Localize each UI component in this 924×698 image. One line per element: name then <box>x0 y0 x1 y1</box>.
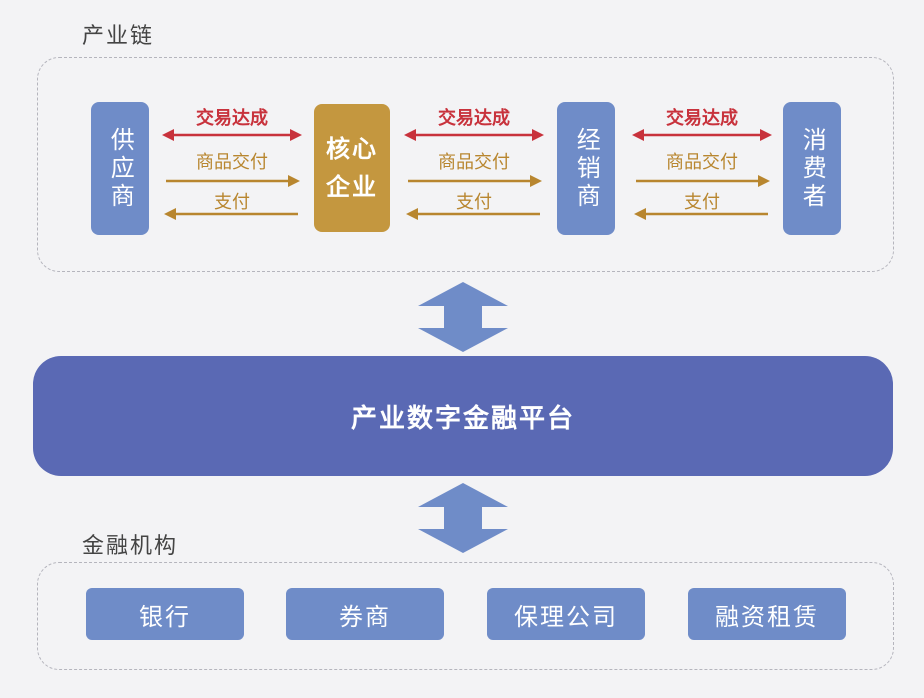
institution-brokerage: 券商 <box>286 588 444 640</box>
deal-arrowhead-right <box>532 129 544 141</box>
delivery-label: 商品交付 <box>196 152 268 173</box>
core-line-1: 核心 <box>326 134 378 163</box>
link-arrows <box>162 129 302 220</box>
deal-arrowhead-left <box>632 129 644 141</box>
institution-bank: 银行 <box>86 588 244 640</box>
link-core-distributor: 交易达成 商品交付 支付 <box>404 100 544 220</box>
delivery-label: 商品交付 <box>666 152 738 173</box>
chain-section-label: 产业链 <box>82 24 155 49</box>
payment-label: 支付 <box>456 192 492 213</box>
link-arrows <box>632 129 772 220</box>
deal-arrowhead-right <box>290 129 302 141</box>
platform-finance-arrow-icon <box>418 483 508 553</box>
payment-label: 支付 <box>214 192 250 213</box>
finance-container <box>37 562 894 670</box>
node-supplier: 供应商 <box>91 102 149 235</box>
core-line-2: 企业 <box>326 173 378 201</box>
institution-leasing: 融资租赁 <box>688 588 846 640</box>
node-core-enterprise: 核心 企业 <box>314 104 390 232</box>
chain-container <box>37 57 894 272</box>
link-supplier-core: 交易达成 商品交付 支付 <box>162 100 302 220</box>
payment-label: 支付 <box>684 192 720 213</box>
link-distributor-consumer: 交易达成 商品交付 支付 <box>632 100 772 220</box>
delivery-label: 商品交付 <box>438 152 510 173</box>
payment-arrowhead <box>406 208 418 220</box>
delivery-arrowhead <box>758 175 770 187</box>
payment-arrowhead <box>634 208 646 220</box>
digital-finance-platform: 产业数字金融平台 <box>33 356 893 476</box>
chain-platform-arrow-icon <box>418 282 508 352</box>
platform-title: 产业数字金融平台 <box>350 403 575 434</box>
deal-label: 交易达成 <box>666 108 738 129</box>
payment-arrowhead <box>164 208 176 220</box>
deal-arrowhead-left <box>162 129 174 141</box>
delivery-arrowhead <box>288 175 300 187</box>
deal-arrowhead-right <box>760 129 772 141</box>
link-arrows <box>404 129 544 220</box>
finance-section-label: 金融机构 <box>82 534 179 559</box>
delivery-arrowhead <box>530 175 542 187</box>
deal-label: 交易达成 <box>196 108 268 129</box>
node-consumer: 消费者 <box>783 102 841 235</box>
node-distributor: 经销商 <box>557 102 615 235</box>
institution-factoring: 保理公司 <box>487 588 645 640</box>
deal-arrowhead-left <box>404 129 416 141</box>
deal-label: 交易达成 <box>438 108 510 129</box>
